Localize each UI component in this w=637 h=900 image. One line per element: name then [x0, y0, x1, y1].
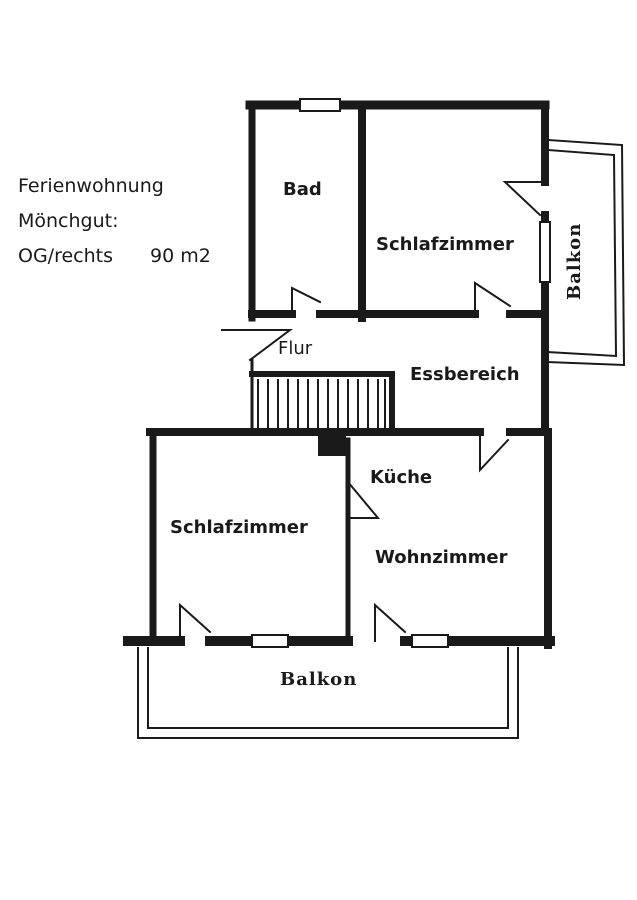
room-label-bad: Bad — [283, 179, 322, 200]
door-balkon-right — [502, 181, 546, 217]
room-label-balkon-bottom: Balkon — [280, 669, 357, 690]
door-schlafzimmer-top — [474, 281, 512, 315]
door-essbereich — [479, 431, 510, 473]
room-label-schlafzimmer-top: Schlafzimmer — [376, 234, 514, 255]
room-label-schlafzimmer-bottom: Schlafzimmer — [170, 517, 308, 538]
room-label-essbereich: Essbereich — [410, 364, 520, 385]
window-wohnzimmer — [411, 634, 449, 648]
door-bad — [291, 286, 322, 315]
caption-area: 90 m2 — [150, 245, 211, 267]
room-label-flur: Flur — [278, 338, 313, 359]
caption-title: Ferienwohnung — [18, 175, 164, 197]
balcony-bottom — [137, 647, 519, 739]
door-kueche — [346, 480, 381, 519]
stairs — [257, 379, 386, 429]
room-label-kueche: Küche — [370, 467, 432, 488]
balcony-right — [546, 138, 626, 367]
window-schlafzimmer-bottom — [251, 634, 289, 648]
door-wohnzimmer — [374, 602, 407, 642]
room-label-wohnzimmer: Wohnzimmer — [375, 547, 508, 568]
door-schlafzimmer-bottom — [179, 602, 212, 642]
chimney — [318, 436, 346, 456]
window-bad — [299, 98, 341, 112]
door-flur-entry — [221, 329, 293, 362]
caption-unit: OG/rechts — [18, 245, 113, 267]
window-balkon-right — [539, 221, 551, 283]
caption-location: Mönchgut: — [18, 210, 119, 232]
room-label-balkon-right: Balkon — [564, 223, 585, 300]
